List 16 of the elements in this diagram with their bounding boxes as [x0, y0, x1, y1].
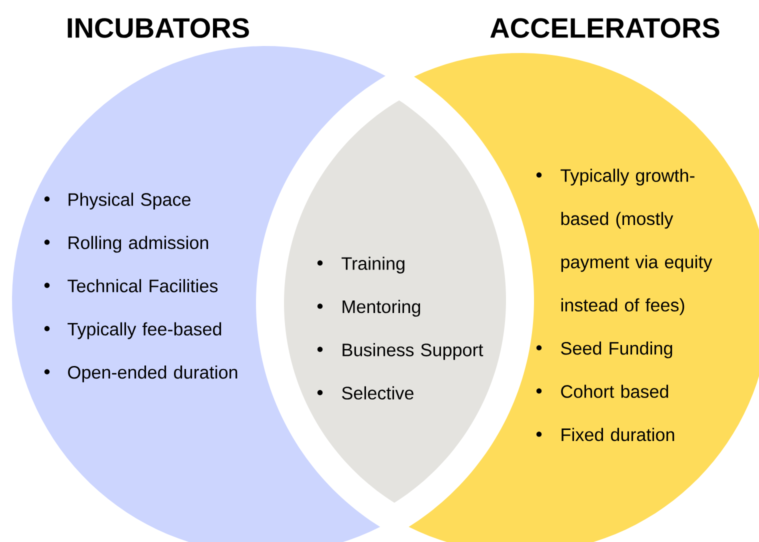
list-item: Training [317, 256, 404, 274]
heading: INCUBATORS [68, 18, 249, 38]
list-item: Seed Funding [536, 342, 672, 358]
list-item: Business Support [317, 343, 484, 360]
list-item: Rolling admission [44, 236, 208, 253]
list-item: Cohort based [536, 384, 668, 398]
list-item: Selective [317, 386, 414, 400]
list-item: Mentoring [317, 300, 420, 317]
list-item: Technical Facilities [44, 279, 218, 292]
list-item: Typically fee-based [44, 322, 222, 340]
list-item: Physical Space [44, 192, 190, 210]
list-item: Fixed duration [536, 428, 674, 442]
list-item: Open-ended duration [44, 366, 238, 382]
heading: ACCELERATORS [490, 18, 720, 38]
overlap-lens [284, 100, 506, 503]
list-item: Typically growth-based (mostly payment via equity instead of fees) [536, 168, 712, 316]
